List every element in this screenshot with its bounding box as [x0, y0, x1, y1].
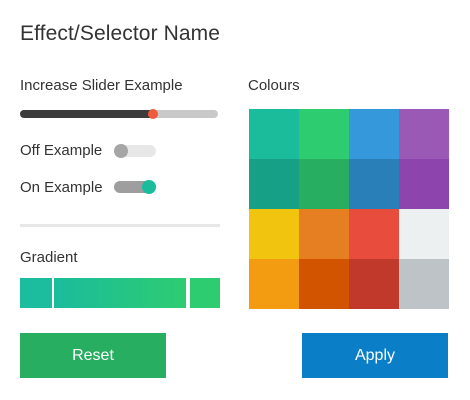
gradient-stop-end[interactable]: [190, 278, 220, 308]
colour-swatch[interactable]: [249, 209, 299, 259]
colour-swatch[interactable]: [349, 209, 399, 259]
colour-swatch[interactable]: [249, 259, 299, 309]
colour-grid: [249, 109, 449, 309]
colour-swatch[interactable]: [399, 159, 449, 209]
off-example-toggle[interactable]: [114, 144, 156, 158]
slider-label: Increase Slider Example: [20, 77, 183, 94]
gradient-swatches: [20, 278, 220, 308]
reset-button[interactable]: Reset: [20, 333, 166, 378]
panel-title: Effect/Selector Name: [20, 22, 221, 45]
on-example-toggle[interactable]: [114, 180, 156, 194]
colour-swatch[interactable]: [299, 109, 349, 159]
gradient-label: Gradient: [20, 249, 78, 266]
colour-swatch[interactable]: [399, 259, 449, 309]
toggle-knob[interactable]: [142, 180, 156, 194]
gradient-stop-start[interactable]: [20, 278, 52, 308]
colour-swatch[interactable]: [349, 109, 399, 159]
gradient-preview: [54, 278, 186, 308]
colour-swatch[interactable]: [249, 159, 299, 209]
colour-swatch[interactable]: [349, 259, 399, 309]
colour-swatch[interactable]: [299, 259, 349, 309]
slider-thumb[interactable]: [147, 109, 158, 119]
gradient-divider: [188, 278, 190, 308]
increase-slider[interactable]: [20, 109, 218, 119]
colour-swatch[interactable]: [399, 109, 449, 159]
apply-button[interactable]: Apply: [302, 333, 448, 378]
section-divider: [20, 224, 220, 227]
colours-label: Colours: [248, 77, 300, 94]
colour-swatch[interactable]: [349, 159, 399, 209]
off-example-label: Off Example: [20, 142, 103, 159]
slider-fill: [20, 110, 153, 118]
colour-swatch[interactable]: [299, 209, 349, 259]
on-example-label: On Example: [20, 179, 103, 196]
toggle-knob[interactable]: [114, 144, 128, 158]
colour-swatch[interactable]: [399, 209, 449, 259]
colour-swatch[interactable]: [299, 159, 349, 209]
colour-swatch[interactable]: [249, 109, 299, 159]
